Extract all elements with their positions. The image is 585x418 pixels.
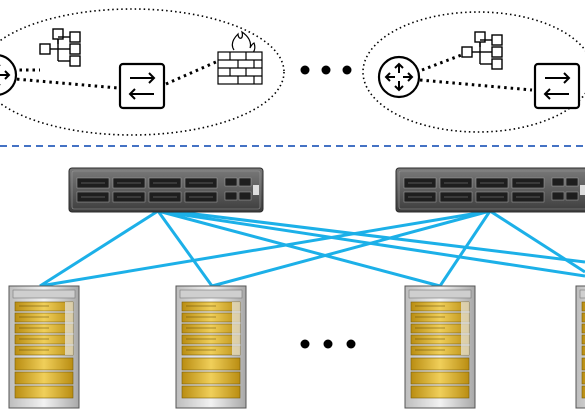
hierarchy-icon [461, 31, 503, 70]
server-rack-icon [8, 285, 80, 409]
dot [346, 339, 356, 349]
uplink-lines [39, 209, 585, 288]
group-boundary [362, 11, 585, 133]
switch-icon [118, 62, 166, 110]
switch-icon [533, 62, 581, 110]
dot [321, 65, 331, 75]
network-function-group-1 [0, 8, 285, 136]
ellipsis-top [300, 65, 352, 75]
dotted-links [419, 52, 533, 92]
server-rack-icon [404, 285, 476, 409]
server-rack-icon [575, 285, 585, 409]
ellipsis-bottom [300, 339, 356, 349]
dot [300, 65, 310, 75]
tor-switch-icon [395, 167, 585, 213]
dot [323, 339, 333, 349]
firewall-icon [217, 31, 263, 85]
router-icon [0, 53, 18, 97]
dotted-links [0, 60, 217, 90]
server-rack-icon [175, 285, 247, 409]
tor-switch-icon [68, 167, 264, 213]
hierarchy-icon [39, 28, 81, 67]
dot [300, 339, 310, 349]
group-boundary [0, 8, 285, 136]
router-icon [377, 55, 421, 99]
dot [342, 65, 352, 75]
network-function-group-2 [362, 11, 585, 133]
